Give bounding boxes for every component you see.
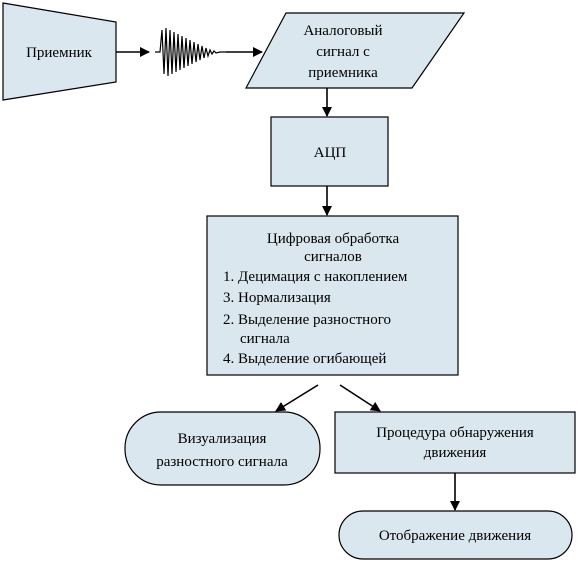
analog-signal-block: Аналоговый сигнал с приемника <box>245 12 466 89</box>
dsp-step: 2. Выделение разностного <box>223 312 391 328</box>
analog-signal-label-line-1: Аналоговый <box>303 23 382 39</box>
dsp-step: 1. Децимация с накоплением <box>223 269 408 285</box>
dsp-step-continuation: сигнала <box>240 331 290 347</box>
motion-display-label: Отображение движения <box>379 528 531 544</box>
dsp-title-line-2: сигналов <box>304 249 362 265</box>
motion-detection-block: Процедура обнаружения движения <box>334 411 576 474</box>
analog-signal-label-line-3: приемника <box>308 65 378 81</box>
dsp-step: 3. Нормализация <box>223 290 331 306</box>
signal-wave-icon <box>155 27 226 77</box>
visualization-label-line-2: разностного сигнала <box>156 454 288 470</box>
motion-detection-label-line-2: движения <box>424 445 487 461</box>
receiver-label: Приемник <box>26 45 93 61</box>
dsp-block: Цифровая обработка сигналов 1. Децимация… <box>206 215 459 376</box>
analog-signal-label-line-2: сигнал с <box>316 44 370 60</box>
receiver-block: Приемник <box>2 2 117 101</box>
arrow-dsp-to-visualization <box>275 384 319 412</box>
arrow-dsp-to-motion-detection <box>339 384 381 412</box>
dsp-title-line-1: Цифровая обработка <box>267 231 400 247</box>
visualization-block: Визуализация разностного сигнала <box>124 411 321 486</box>
motion-display-block: Отображение движения <box>338 510 573 560</box>
dsp-step: 4. Выделение огибающей <box>223 351 386 367</box>
adc-block: АЦП <box>270 116 389 187</box>
adc-label: АЦП <box>314 145 347 161</box>
visualization-label-line-1: Визуализация <box>178 431 267 447</box>
motion-detection-label-line-1: Процедура обнаружения <box>376 425 534 441</box>
